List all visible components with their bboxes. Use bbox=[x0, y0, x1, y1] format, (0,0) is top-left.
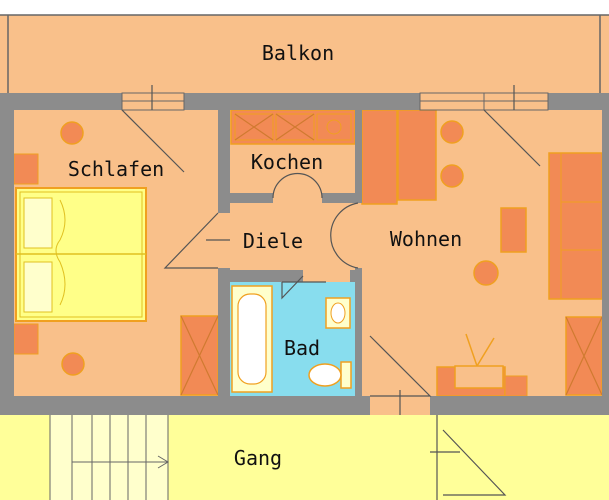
room-label-bath: Bad bbox=[284, 336, 320, 360]
bedroom-stool-top bbox=[60, 121, 84, 145]
room-label-balcony: Balkon bbox=[262, 41, 334, 65]
side-table bbox=[500, 207, 527, 253]
bedroom-stool-bottom bbox=[61, 352, 85, 376]
bath-sink bbox=[325, 297, 351, 329]
room-label-living: Wohnen bbox=[390, 227, 462, 251]
windows bbox=[121, 92, 549, 111]
walls bbox=[0, 93, 609, 415]
dining-table bbox=[397, 109, 437, 201]
armchair bbox=[473, 260, 499, 286]
room-label-corridor: Gang bbox=[234, 446, 282, 470]
doors bbox=[121, 85, 541, 500]
bed bbox=[15, 187, 147, 322]
bathtub bbox=[231, 285, 273, 393]
room-label-kitchen: Kochen bbox=[251, 150, 323, 174]
toilet bbox=[308, 361, 352, 389]
living-shelf bbox=[361, 109, 398, 205]
stairs bbox=[49, 415, 169, 500]
room-label-hall: Diele bbox=[243, 229, 303, 253]
nightstand-top bbox=[13, 153, 39, 185]
dining-chair-2 bbox=[440, 164, 464, 188]
room-label-bedroom: Schlafen bbox=[68, 157, 164, 181]
kitchen-counter bbox=[230, 109, 356, 145]
nightstand-bottom bbox=[13, 323, 39, 355]
balcony-area bbox=[0, 14, 609, 93]
dining-chair-1 bbox=[440, 120, 464, 144]
sofa bbox=[548, 152, 603, 300]
bedroom-wardrobe bbox=[180, 315, 219, 396]
living-cabinet bbox=[565, 316, 603, 396]
corridor-area bbox=[0, 415, 609, 500]
